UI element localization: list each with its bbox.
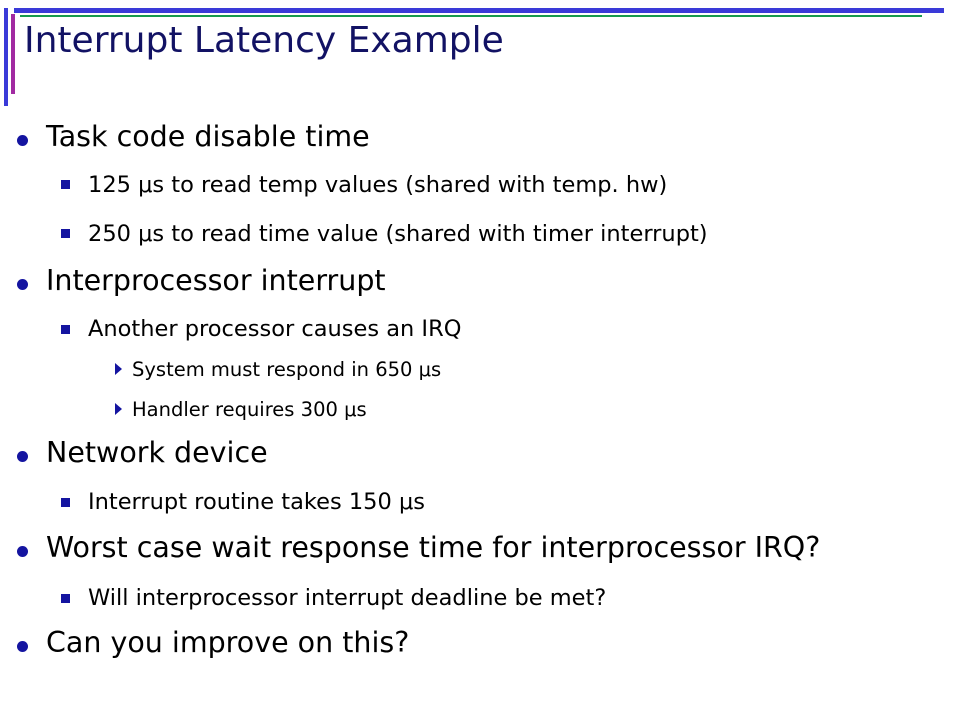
frame-left-purple-line [11, 14, 15, 94]
subitem-deadline-met: Will interprocessor interrupt deadline b… [88, 585, 607, 611]
square-bullet-icon [61, 325, 70, 334]
frame-top-blue-line [14, 8, 944, 13]
square-bullet-icon [61, 180, 70, 189]
bullet-dot-icon [17, 135, 28, 146]
bullet-item-task-code: Task code disable time [46, 120, 370, 153]
bullet-item-network-device: Network device [46, 436, 268, 469]
triangle-bullet-icon [115, 363, 122, 375]
frame-top-green-line [20, 15, 922, 17]
subsubitem-handler-300: Handler requires 300 μs [132, 398, 367, 421]
slide-title: Interrupt Latency Example [24, 20, 504, 61]
subsubitem-respond-650: System must respond in 650 μs [132, 358, 442, 381]
square-bullet-icon [61, 498, 70, 507]
subitem-interrupt-routine: Interrupt routine takes 150 μs [88, 489, 425, 515]
bullet-dot-icon [17, 641, 28, 652]
subitem-temp-values: 125 μs to read temp values (shared with … [88, 172, 668, 198]
square-bullet-icon [61, 229, 70, 238]
subitem-another-processor: Another processor causes an IRQ [88, 316, 462, 342]
subitem-time-value: 250 μs to read time value (shared with t… [88, 221, 708, 247]
bullet-item-interprocessor: Interprocessor interrupt [46, 264, 386, 297]
bullet-item-improve: Can you improve on this? [46, 626, 410, 659]
triangle-bullet-icon [115, 403, 122, 415]
frame-left-blue-line [4, 8, 8, 106]
bullet-dot-icon [17, 546, 28, 557]
bullet-item-worst-case: Worst case wait response time for interp… [46, 531, 821, 564]
square-bullet-icon [61, 594, 70, 603]
bullet-dot-icon [17, 279, 28, 290]
bullet-dot-icon [17, 451, 28, 462]
